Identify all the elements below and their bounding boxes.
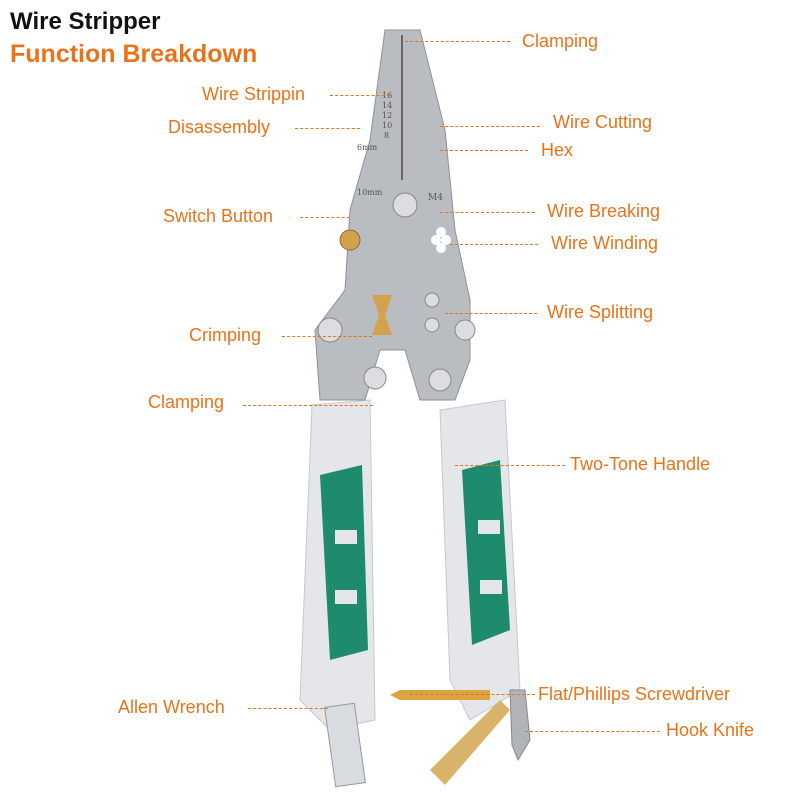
allen-wrench xyxy=(324,702,366,788)
label-two-tone-handle: Two-Tone Handle xyxy=(570,454,711,474)
marking-m4: M4 xyxy=(428,193,443,203)
gauge-12: 12 xyxy=(382,111,392,120)
label-hex: Hex xyxy=(541,140,574,160)
label-wire-winding: Wire Winding xyxy=(551,233,659,253)
gauge-8: 8 xyxy=(384,131,389,140)
title: Wire Stripper xyxy=(10,8,161,35)
marking-6mm: 6mm xyxy=(357,143,378,152)
label-allen-wrench: Allen Wrench xyxy=(118,697,225,717)
tool-head xyxy=(314,29,471,401)
gauge-10: 10 xyxy=(382,121,392,130)
gauge-14: 14 xyxy=(382,101,392,110)
label-switch-button: Switch Button xyxy=(163,206,274,226)
right-handle-grip xyxy=(462,460,510,645)
label-disassembly: Disassembly xyxy=(168,117,271,137)
label-wire-breaking: Wire Breaking xyxy=(547,201,661,221)
crimper-insert xyxy=(372,295,392,335)
marking-10mm: 10mm xyxy=(357,188,383,197)
screwdriver-bit-2 xyxy=(430,700,510,785)
label-wire-stripping: Wire Strippin xyxy=(202,84,306,104)
left-handle-grip xyxy=(320,465,368,660)
subtitle: Function Breakdown xyxy=(10,40,258,68)
screwdriver-bit xyxy=(390,690,490,700)
label-hook-knife: Hook Knife xyxy=(666,720,755,740)
label-crimping: Crimping xyxy=(189,325,262,345)
label-wire-cutting: Wire Cutting xyxy=(553,112,653,132)
label-wire-splitting: Wire Splitting xyxy=(547,302,654,322)
label-clamping-top: Clamping xyxy=(522,31,599,51)
hook-knife xyxy=(509,689,531,762)
label-screwdriver: Flat/Phillips Screwdriver xyxy=(538,684,731,704)
label-clamping-bottom: Clamping xyxy=(148,392,225,412)
